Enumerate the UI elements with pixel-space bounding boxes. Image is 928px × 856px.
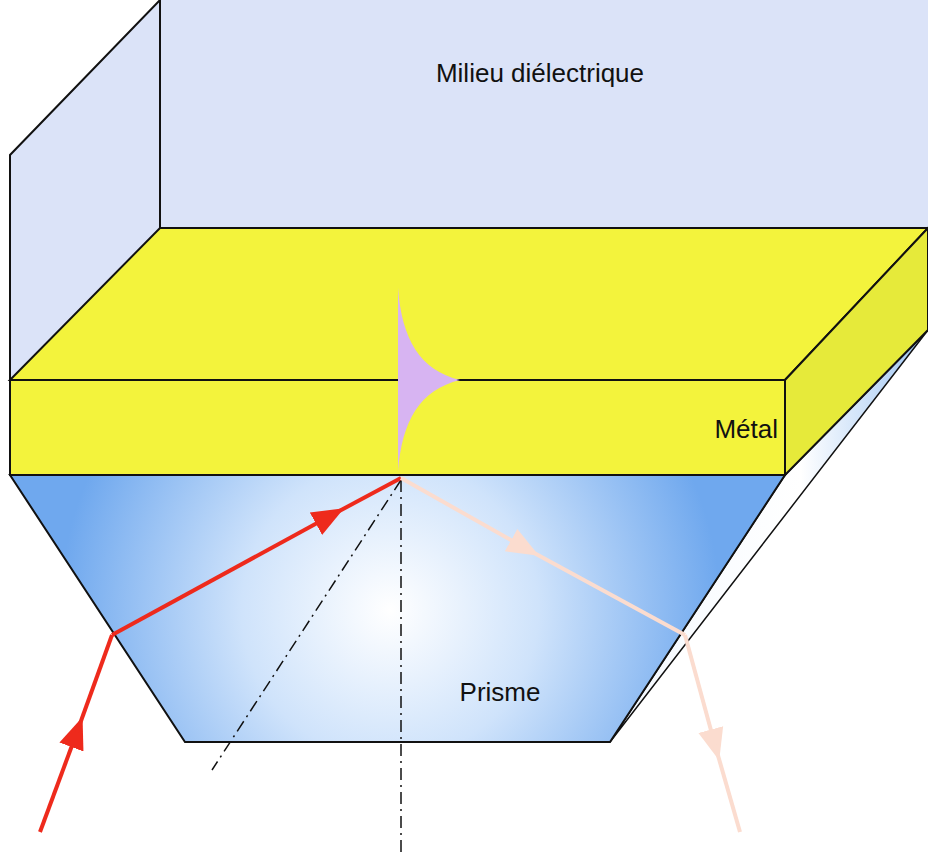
medium-label: Milieu diélectrique: [436, 58, 644, 89]
normal-line: [400, 480, 402, 856]
reflected-ray: [401, 478, 740, 832]
incident-ray: [40, 478, 401, 832]
angle-line: [212, 480, 401, 770]
metal-layer: [10, 228, 928, 475]
prism-label: Prisme: [460, 677, 541, 708]
prism-body: [10, 475, 785, 742]
evanescent-wave: [398, 288, 460, 472]
dielectric-box: [10, 0, 928, 380]
metal-label: Métal: [714, 414, 778, 445]
